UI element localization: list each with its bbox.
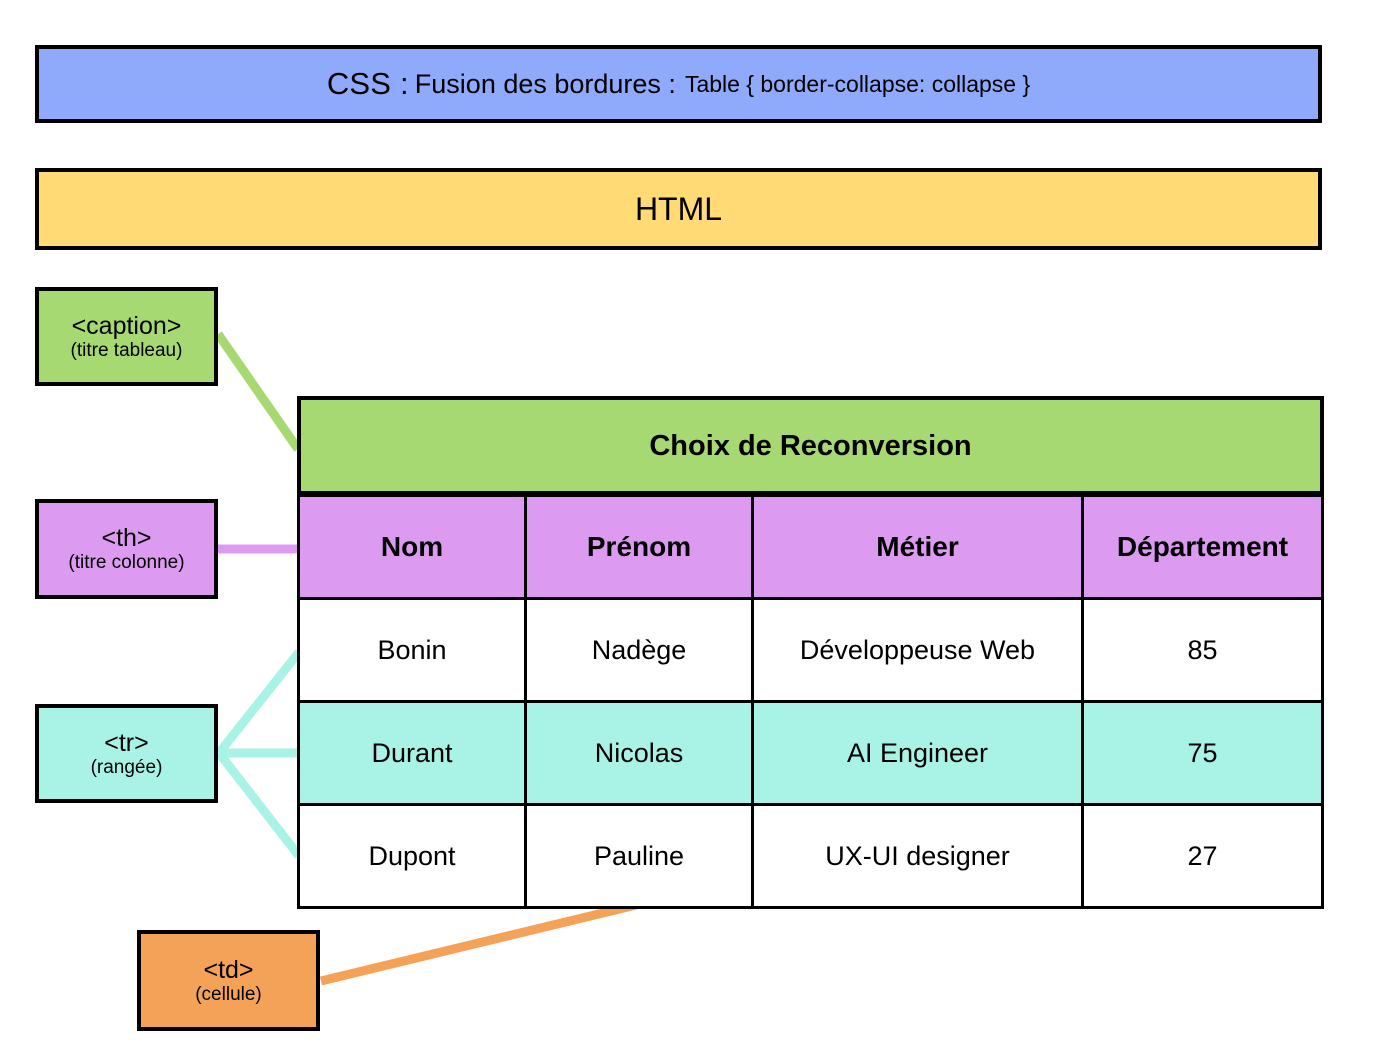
cell-prenom-highlighted: Pauline <box>524 803 754 909</box>
legend-tr-note: (rangée) <box>90 756 163 778</box>
legend-box-tr: <tr> (rangée) <box>35 704 218 803</box>
cell-prenom: Nadège <box>524 597 754 703</box>
legend-box-caption: <caption> (titre tableau) <box>35 287 218 386</box>
example-table-wrapper: Choix de Reconversion Nom Prénom Métier … <box>297 396 1324 909</box>
table-row: Durant Nicolas AI Engineer 75 <box>297 700 1324 806</box>
cell-nom: Durant <box>297 700 527 806</box>
legend-tr-tag: <tr> <box>104 728 149 757</box>
cell-nom: Dupont <box>297 803 527 909</box>
legend-td-tag: <td> <box>203 955 254 984</box>
legend-caption-tag: <caption> <box>71 311 182 340</box>
legend-th-tag: <th> <box>101 524 152 553</box>
cell-prenom: Nicolas <box>524 700 754 806</box>
table-row: Bonin Nadège Développeuse Web 85 <box>297 597 1324 703</box>
column-header-departement: Département <box>1081 494 1324 600</box>
table-header-row: Nom Prénom Métier Département <box>297 494 1324 600</box>
css-banner-label-code: Table { border-collapse: collapse } <box>684 70 1031 97</box>
tr-connector-line-row1 <box>215 649 303 756</box>
legend-box-td: <td> (cellule) <box>137 930 320 1031</box>
column-header-metier: Métier <box>751 494 1084 600</box>
cell-nom: Bonin <box>297 597 527 703</box>
example-table: Choix de Reconversion Nom Prénom Métier … <box>297 396 1324 909</box>
cell-departement: 75 <box>1081 700 1324 806</box>
legend-box-th: <th> (titre colonne) <box>35 499 218 599</box>
css-banner: CSS : Fusion des bordures : Table { bord… <box>35 45 1322 123</box>
table-head: Nom Prénom Métier Département <box>297 494 1324 600</box>
cell-metier: UX-UI designer <box>751 803 1084 909</box>
caption-connector-line <box>214 331 302 452</box>
table-body: Bonin Nadège Développeuse Web 85 Durant … <box>297 597 1324 909</box>
cell-departement: 85 <box>1081 597 1324 703</box>
column-header-nom: Nom <box>297 494 527 600</box>
tr-connector-line-row3 <box>215 750 303 859</box>
css-banner-label-secondary: Fusion des bordures : <box>414 68 676 99</box>
column-header-prenom: Prénom <box>524 494 754 600</box>
css-banner-label-primary: CSS : <box>326 66 409 101</box>
html-banner: HTML <box>35 168 1322 250</box>
legend-th-note: (titre colonne) <box>68 552 185 574</box>
td-connector-line <box>319 899 642 986</box>
html-banner-label: HTML <box>634 190 723 227</box>
table-caption: Choix de Reconversion <box>297 396 1324 494</box>
cell-metier: Développeuse Web <box>751 597 1084 703</box>
cell-departement: 27 <box>1081 803 1324 909</box>
legend-td-note: (cellule) <box>195 983 262 1005</box>
legend-caption-note: (titre tableau) <box>70 339 183 361</box>
table-row: Dupont Pauline UX-UI designer 27 <box>297 803 1324 909</box>
cell-metier: AI Engineer <box>751 700 1084 806</box>
